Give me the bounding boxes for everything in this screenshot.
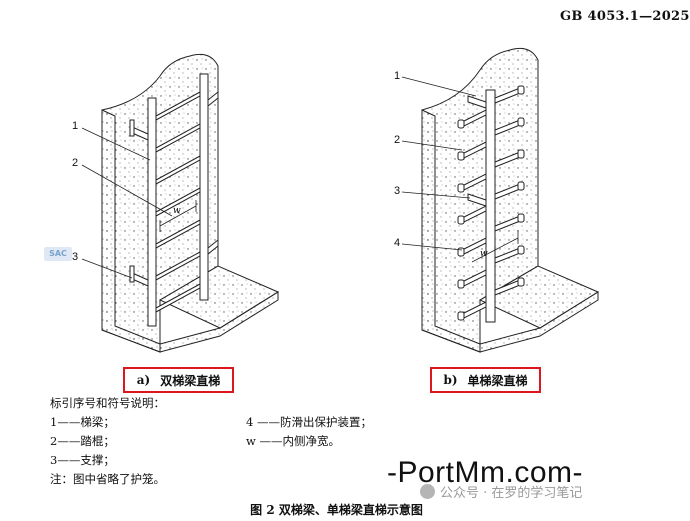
legend-heading: 标引序号和符号说明： (50, 396, 165, 410)
rung-stubs (457, 85, 525, 321)
wechat-text: 公众号 · 在罗的学习笔记 (440, 486, 583, 501)
legend-cell: 4 ——防滑出保护装置； (246, 415, 372, 429)
wechat-watermark: 公众号 · 在罗的学习笔记 (420, 482, 582, 501)
width-label-a: w (173, 206, 181, 216)
caption-a-letter: a) (136, 373, 151, 387)
callout-b-3: 3 (394, 185, 401, 197)
legend-row: 2——踏棍； w ——内侧净宽。 (50, 432, 372, 451)
width-dimension (159, 200, 197, 232)
figure-title: 图 2 双梯梁、单梯梁直梯示意图 (250, 503, 423, 517)
site-watermark: -PortMm.com- (387, 456, 583, 489)
legend-note: 注：图中省略了护笼。 (50, 472, 165, 486)
callout-b-1: 1 (394, 70, 401, 82)
wechat-icon (420, 484, 435, 499)
width-label-b: w (480, 249, 488, 259)
legend-cell: 1——梯梁； (50, 415, 115, 429)
legend-cell: 3——支撑； (50, 453, 115, 467)
figure-b-drawing: w (401, 47, 600, 353)
caption-b-text: 单梯梁直梯 (467, 373, 528, 388)
callout-b-4: 4 (394, 237, 401, 249)
sac-logo: SAC (44, 247, 72, 261)
floor-edge (479, 291, 599, 353)
legend-cell: 2——踏棍； (50, 434, 115, 448)
caption-a-text: 双梯梁直梯 (160, 373, 221, 388)
legend-row: 1——梯梁； 4 ——防滑出保护装置； (50, 413, 372, 432)
rungs (155, 91, 201, 313)
width-dimension (471, 230, 519, 263)
figure-a-drawing: w (81, 53, 280, 353)
supports (129, 90, 219, 287)
callout-a-1: 1 (72, 120, 79, 132)
left-beam (147, 97, 157, 327)
right-beam (199, 73, 209, 301)
floor-edge (159, 291, 279, 353)
caption-b-box: b) 单梯梁直梯 (430, 367, 541, 393)
legend-row: 3——支撑； (50, 451, 372, 470)
caption-a-box: a) 双梯梁直梯 (123, 367, 234, 393)
callout-a-2: 2 (72, 157, 79, 169)
caption-b-letter: b) (443, 373, 458, 387)
center-beam (485, 89, 496, 323)
legend-cell: w ——内侧净宽。 (246, 434, 340, 448)
standard-code: GB 4053.1—2025 (560, 9, 690, 24)
callout-b-2: 2 (394, 134, 401, 146)
legend: 标引序号和符号说明： 1——梯梁； 4 ——防滑出保护装置； 2——踏棍； w … (50, 394, 372, 489)
callout-a-3: 3 (72, 251, 79, 263)
